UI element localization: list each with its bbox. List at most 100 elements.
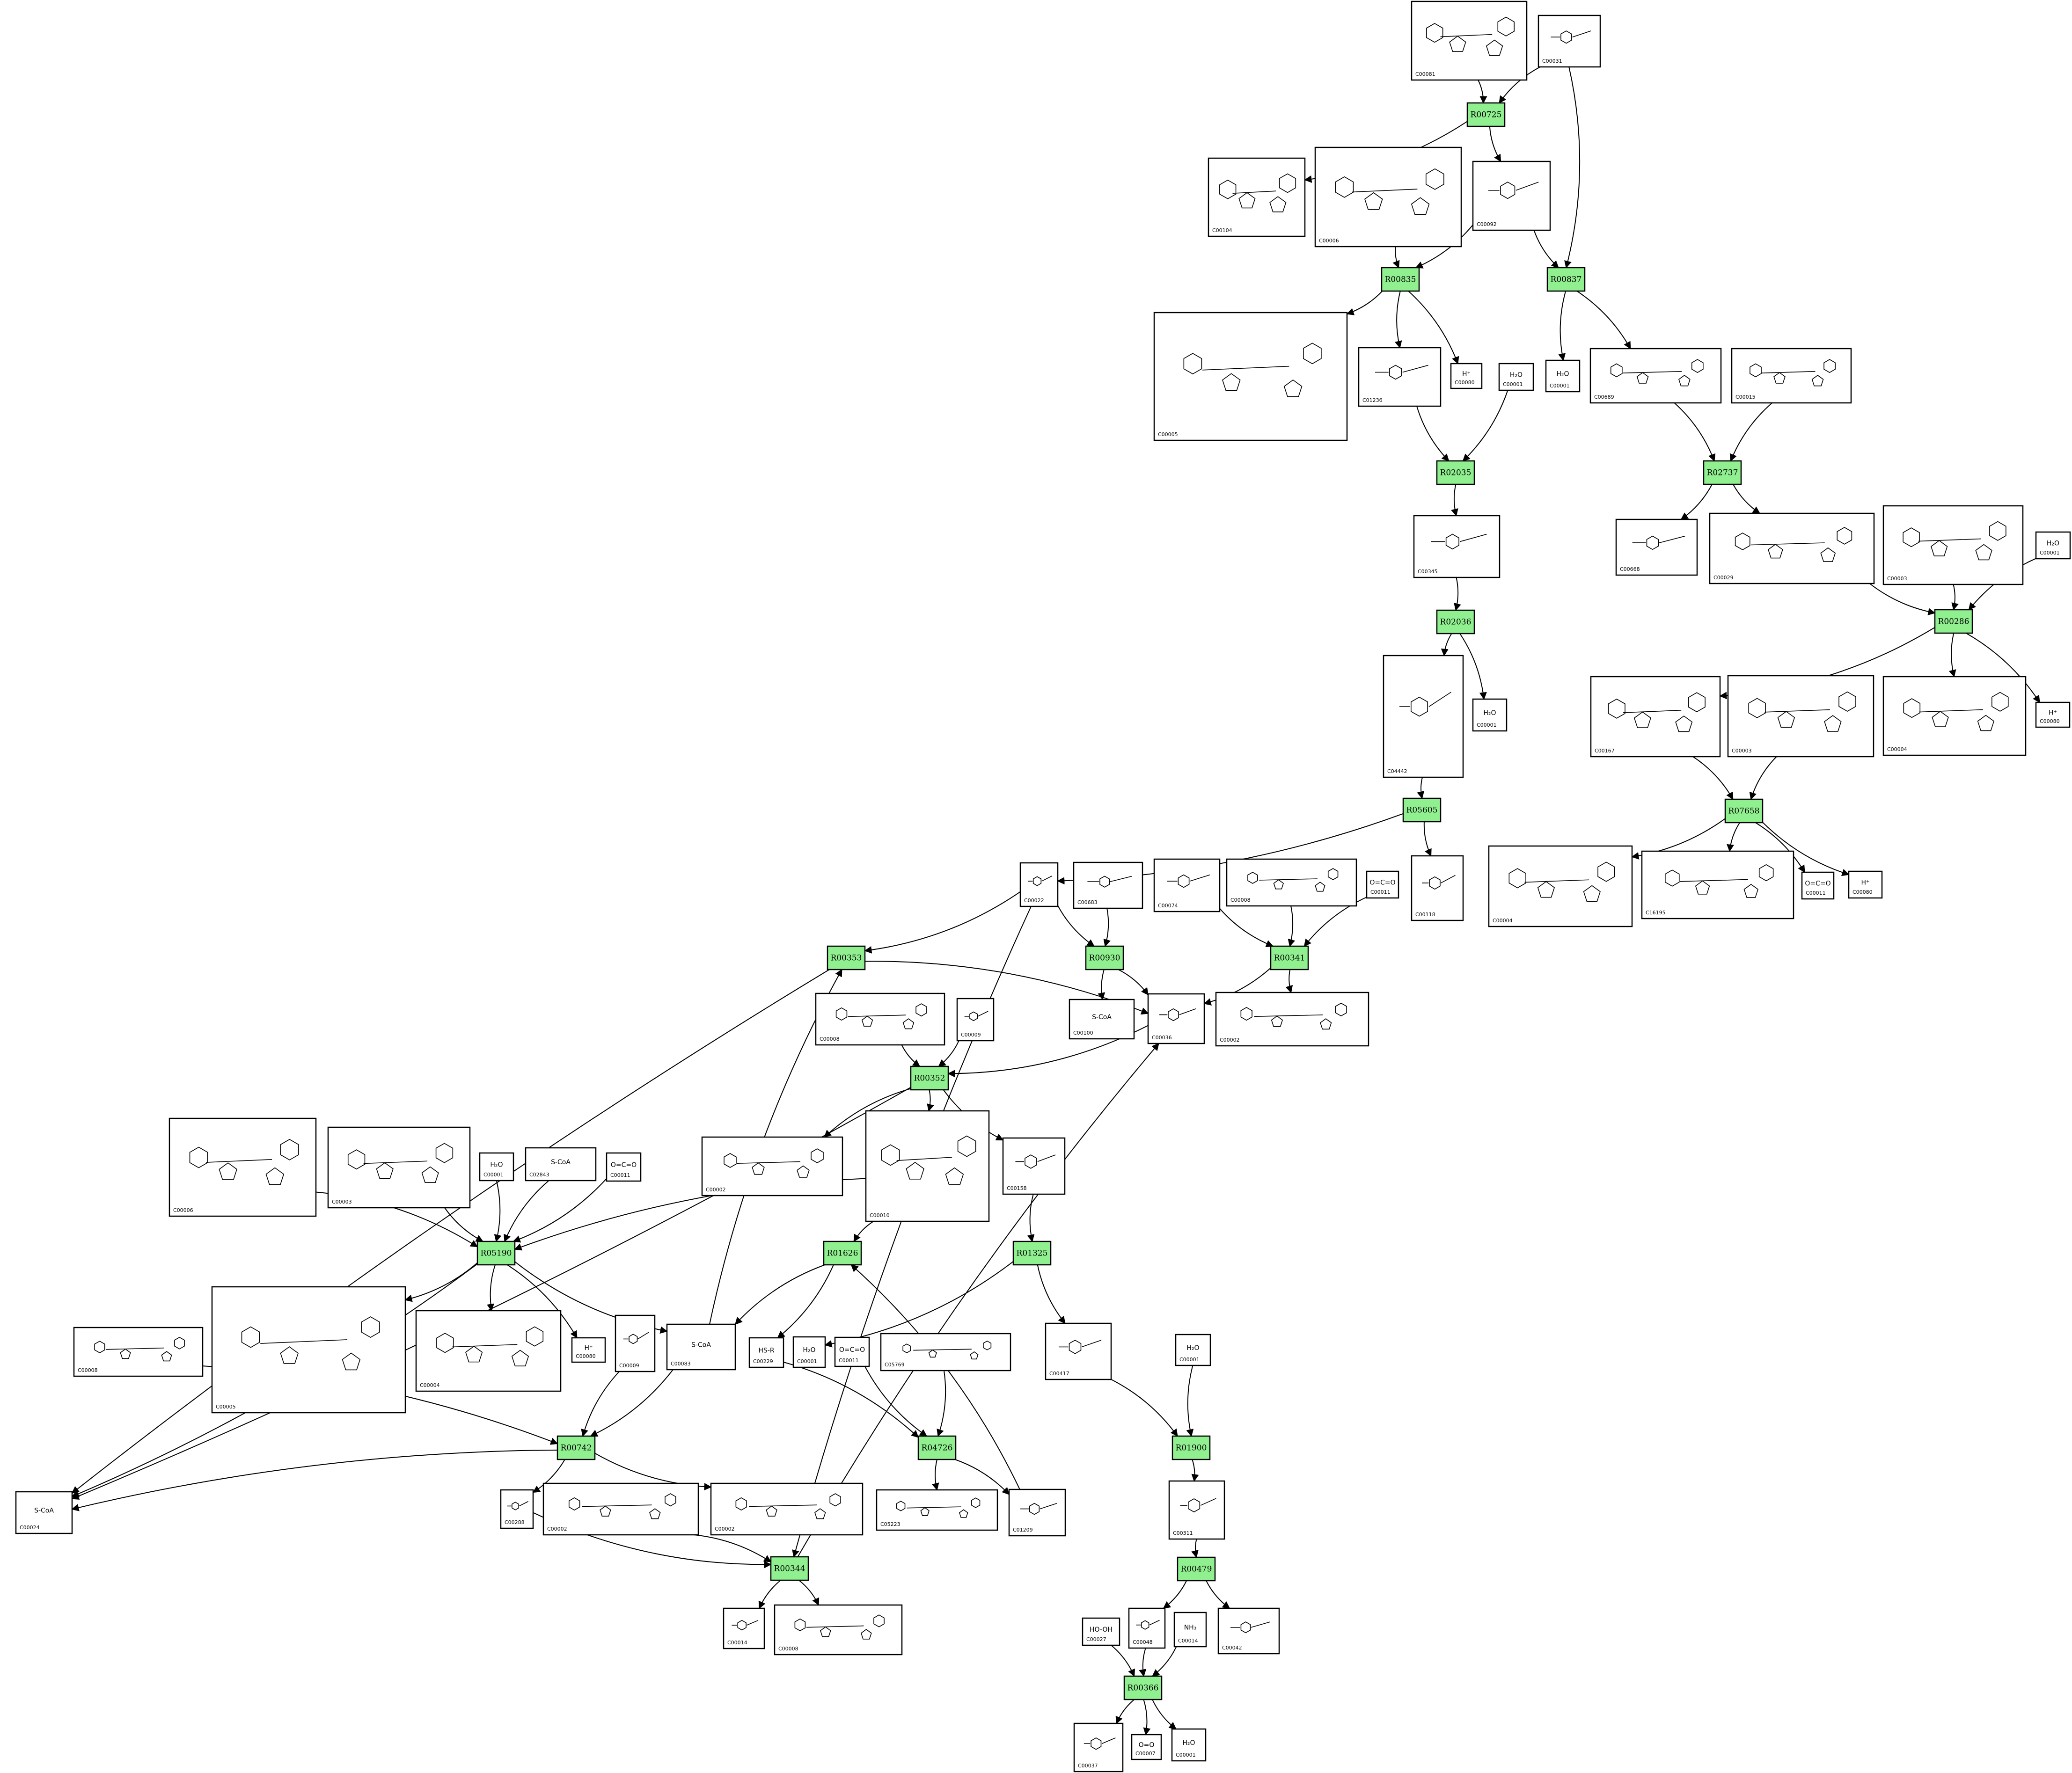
compound-node[interactable]: C16195 — [1641, 850, 1794, 919]
compound-node[interactable]: C00002 — [542, 1482, 699, 1536]
compound-node[interactable]: C00042 — [1217, 1607, 1280, 1655]
reaction-node[interactable]: R00930 — [1085, 945, 1124, 970]
reaction-node[interactable]: R00341 — [1270, 945, 1309, 970]
compound-node[interactable]: C00092 — [1472, 161, 1551, 231]
reaction-node[interactable]: R00742 — [556, 1435, 596, 1460]
compound-node[interactable]: C00015 — [1731, 348, 1852, 404]
compound-node[interactable]: C00074 — [1153, 858, 1221, 912]
compound-node[interactable]: C00036 — [1147, 993, 1205, 1044]
compound-node[interactable]: C00031 — [1538, 15, 1601, 68]
compound-node[interactable]: H⁺C00080 — [1450, 363, 1483, 389]
compound-node[interactable]: C00345 — [1413, 515, 1501, 578]
reaction-node[interactable]: R05605 — [1402, 797, 1442, 823]
compound-node[interactable]: C01236 — [1358, 347, 1442, 407]
compound-id: C00042 — [1222, 1645, 1242, 1651]
compound-node[interactable]: C00037 — [1073, 1722, 1124, 1773]
compound-node[interactable]: C00689 — [1589, 348, 1722, 404]
compound-node[interactable]: C00002 — [1215, 992, 1369, 1047]
compound-node[interactable]: C00004 — [1488, 845, 1633, 927]
compound-node[interactable]: C00081 — [1411, 0, 1528, 81]
reaction-node[interactable]: R05190 — [476, 1240, 516, 1266]
reaction-node[interactable]: R02737 — [1703, 460, 1742, 485]
compound-node[interactable]: C04442 — [1383, 655, 1464, 778]
reaction-node[interactable]: R00353 — [827, 945, 866, 970]
reaction-node[interactable]: R00352 — [910, 1065, 949, 1091]
compound-node[interactable]: C00104 — [1208, 157, 1306, 237]
reaction-node[interactable]: R00725 — [1466, 102, 1506, 127]
compound-node[interactable]: C00005 — [211, 1286, 406, 1414]
reaction-node[interactable]: R02035 — [1436, 460, 1475, 485]
compound-node[interactable]: H⁺C00080 — [1848, 870, 1883, 899]
reaction-label: R00837 — [1551, 275, 1582, 285]
compound-node[interactable]: C00008 — [815, 992, 945, 1046]
compound-node[interactable]: C00167 — [1590, 676, 1721, 758]
compound-node[interactable]: C00417 — [1045, 1322, 1112, 1380]
compound-node[interactable]: C00006 — [168, 1117, 317, 1217]
compound-node[interactable]: C00683 — [1073, 861, 1143, 909]
reaction-node[interactable]: R01325 — [1012, 1240, 1052, 1266]
reaction-node[interactable]: R00837 — [1546, 267, 1586, 292]
reaction-node[interactable]: R01900 — [1171, 1435, 1211, 1460]
reaction-node[interactable]: R00835 — [1381, 267, 1420, 292]
compound-node[interactable]: C00288 — [500, 1489, 534, 1529]
compound-node[interactable]: C00004 — [415, 1310, 562, 1392]
compound-node[interactable]: C01209 — [1008, 1488, 1066, 1537]
compound-node[interactable]: C00004 — [1882, 676, 2027, 756]
compound-node[interactable]: C00014 — [723, 1607, 765, 1649]
compound-node[interactable]: C00003 — [1727, 675, 1874, 758]
reaction-node[interactable]: R01626 — [823, 1240, 862, 1266]
compound-node[interactable]: C00009 — [956, 998, 995, 1042]
compound-node[interactable]: C00048 — [1128, 1607, 1166, 1649]
compound-node[interactable]: C00003 — [1882, 505, 2024, 585]
reaction-node[interactable]: R00366 — [1123, 1675, 1163, 1700]
molecule-structure-icon — [436, 1326, 544, 1367]
compound-node[interactable]: C00002 — [701, 1136, 843, 1197]
compound-node[interactable]: C00008 — [1226, 858, 1357, 907]
reaction-edge — [1163, 1580, 1187, 1609]
reaction-node[interactable]: R00479 — [1177, 1556, 1216, 1582]
compound-node[interactable]: C00311 — [1168, 1480, 1225, 1540]
compound-node[interactable]: C05223 — [876, 1489, 998, 1531]
compound-node[interactable]: C00118 — [1411, 855, 1464, 921]
compound-node[interactable]: C00022 — [1019, 862, 1059, 907]
compound-node[interactable]: C00029 — [1709, 512, 1875, 584]
reaction-node[interactable]: R00286 — [1934, 609, 1973, 634]
compound-node[interactable]: C00008 — [774, 1604, 903, 1656]
reaction-node[interactable]: R07658 — [1724, 798, 1764, 824]
compound-node[interactable]: C00158 — [1002, 1137, 1066, 1195]
compound-node[interactable]: C00009 — [615, 1314, 656, 1372]
compound-node[interactable]: C00005 — [1153, 312, 1348, 441]
reaction-node[interactable]: R02036 — [1436, 609, 1475, 635]
reaction-node[interactable]: R04726 — [917, 1435, 957, 1460]
compound-node[interactable]: C00003 — [327, 1126, 471, 1209]
compound-node[interactable]: C00006 — [1314, 146, 1462, 248]
compound-node[interactable]: C00008 — [73, 1327, 204, 1377]
compound-node[interactable]: H⁺C00080 — [2035, 701, 2071, 728]
compound-node[interactable]: C00002 — [710, 1482, 864, 1536]
reaction-node[interactable]: R00344 — [770, 1556, 809, 1581]
compound-node[interactable]: H⁺C00080 — [571, 1337, 606, 1363]
compound-node[interactable]: C05769 — [880, 1333, 1011, 1372]
compound-node[interactable]: C00668 — [1615, 518, 1698, 576]
compound-node[interactable]: C00010 — [865, 1110, 990, 1222]
